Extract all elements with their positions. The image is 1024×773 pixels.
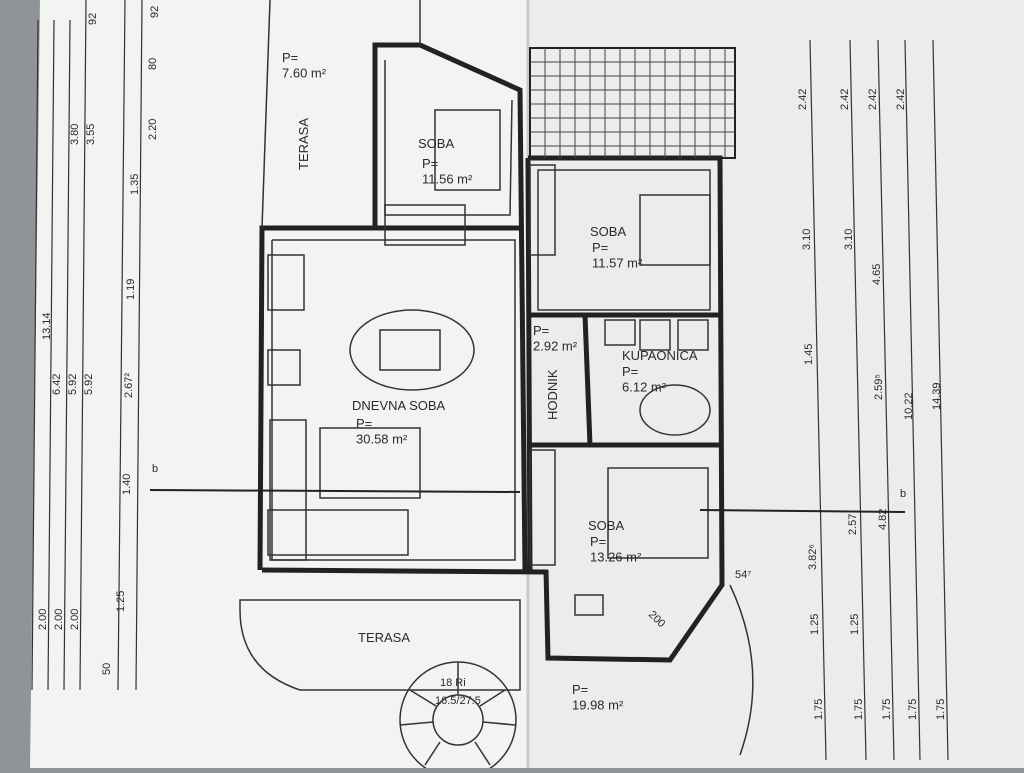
dim-r2-8: 3.10 <box>843 229 855 250</box>
hodnik-label: HODNIK <box>545 369 560 420</box>
furniture <box>267 109 711 616</box>
dim-l1-1: 6.42 <box>51 374 63 395</box>
dnevna-area: P=30.58 m² <box>356 416 408 447</box>
dim-r5-0: 1.75 <box>935 699 947 720</box>
dim-l2-1: 5.92 <box>67 374 79 395</box>
dim-l3-2: 3.55 <box>85 124 97 145</box>
dim-r4-2: 2.42 <box>895 89 907 110</box>
dim-r2-2: 1.25 <box>849 614 861 635</box>
dim-l3-1: 5.92 <box>83 374 95 395</box>
dim-r2-3: 2.57 <box>847 514 859 535</box>
terasa-bottom-label: TERASA <box>358 630 410 645</box>
dim-r1-7: 1.45 <box>803 344 815 365</box>
dim-r4-0: 1.75 <box>907 699 919 720</box>
angle-label: 54⁷ <box>735 569 751 581</box>
dim-r3-4: 2.59⁵ <box>873 374 885 400</box>
soba1-area: P=11.56 m² <box>422 156 473 187</box>
dim-r1-3: 3.82⁶ <box>807 544 819 570</box>
dim-r3-7: 2.42 <box>867 89 879 110</box>
dim-l3-3: 92 <box>87 13 99 25</box>
dim-l3-0: 2.00 <box>69 609 81 630</box>
dim-l4-9: 1.35 <box>129 174 141 195</box>
dim-r1-9: 3.10 <box>801 229 813 250</box>
kupaonica-area: P=6.12 m² <box>622 364 667 395</box>
roof-hatch <box>529 47 736 159</box>
dim-l4-7: 1.19 <box>125 279 137 300</box>
paper <box>30 0 1024 768</box>
dim-l1-2: 13.14 <box>41 312 53 340</box>
dim-l2-2: 3.80 <box>69 124 81 145</box>
room-labels: TERASA P=7.60 m² SOBA P=11.56 m² SOBA P=… <box>282 50 751 713</box>
left-dimension-lines <box>31 0 143 691</box>
terasa-top-area: P=7.60 m² <box>282 50 327 81</box>
soba3-area: P=13.26 m² <box>590 534 642 565</box>
right-dimensions: 1.75 1.25 3.82⁶ 1.45 3.10 2.42 1.75 1.25… <box>797 89 947 720</box>
terasa-top-label: TERASA <box>296 118 311 170</box>
dim-l4-0: 50 <box>101 663 113 675</box>
dim-l5-9: 92 <box>149 6 161 18</box>
section-mark-right: b <box>900 488 906 500</box>
dim-r4-1: 10.22 <box>903 392 915 420</box>
soba2-label: SOBA <box>590 224 626 239</box>
soba1-label: SOBA <box>418 136 454 151</box>
kupaonica-label: KUPAONICA <box>622 348 698 363</box>
wc-area: P=2.92 m² <box>533 323 578 354</box>
stairs-label-1: 18 Ri <box>440 677 466 689</box>
dim-r1-0: 1.75 <box>813 699 825 720</box>
dim-r5-1: 14.39 <box>931 382 943 410</box>
dim-r2-10: 2.42 <box>839 89 851 110</box>
dim-l1-0: 2.00 <box>37 609 49 630</box>
left-dimensions: 2.00 6.42 13.14 2.00 5.92 3.80 2.00 5.92… <box>37 6 161 675</box>
dim-l4-5: 1.40 <box>121 474 133 495</box>
dim-r3-5: 4.65 <box>871 264 883 285</box>
soba3-label: SOBA <box>588 518 624 533</box>
dim-r2-0: 1.75 <box>853 699 865 720</box>
dim-l2-0: 2.00 <box>53 609 65 630</box>
spiral-stair <box>399 661 517 773</box>
dim-r3-0: 1.75 <box>881 699 893 720</box>
dim-l4-1: 1.25 <box>115 591 127 612</box>
section-mark-left: b <box>152 463 158 475</box>
inner-lines <box>239 0 754 756</box>
dim-l4-6: 2.67² <box>123 373 135 398</box>
section-line <box>149 489 906 513</box>
right-dimension-lines <box>809 39 949 761</box>
dim-r1-11: 2.42 <box>797 89 809 110</box>
terasa-right-area: P=19.98 m² <box>572 682 624 713</box>
dim-r3-2: 4.82 <box>877 509 889 530</box>
dim-r1-2: 1.25 <box>809 614 821 635</box>
soba2-area: P=11.57 m² <box>592 240 643 271</box>
stairs-label-2: 16.5/27.5 <box>435 695 481 707</box>
dnevna-label: DNEVNA SOBA <box>352 398 446 413</box>
dim-l5-6: 2.20 <box>147 119 159 140</box>
dim-l5-7: 80 <box>147 58 159 70</box>
